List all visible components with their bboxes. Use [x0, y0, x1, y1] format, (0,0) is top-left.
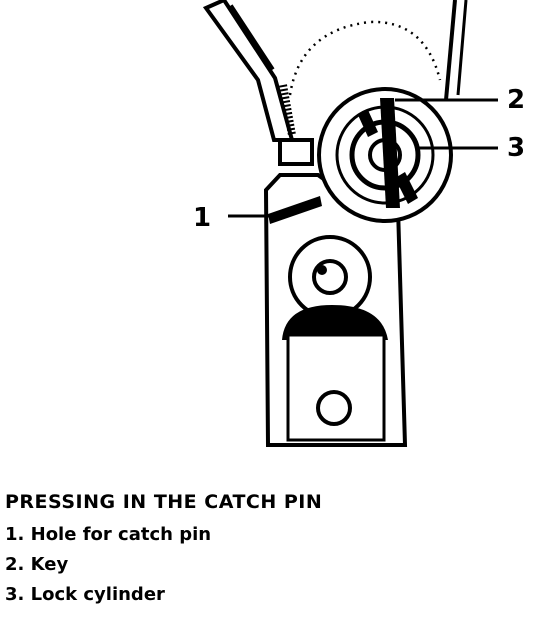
- caption-title: PRESSING IN THE CATCH PIN: [5, 491, 323, 513]
- bottom-hole: [316, 390, 352, 426]
- upper-rod-left: [202, 0, 295, 142]
- key-blade: [380, 98, 400, 208]
- legend-item-1: 1. Hole for catch pin: [5, 524, 212, 545]
- legend-list: 1. Hole for catch pin 2. Key 3. Lock cyl…: [5, 524, 539, 606]
- lock-cylinder-diagram: [202, 0, 498, 447]
- figure-caption: PRESSING IN THE CATCH PIN 1. Hole for ca…: [5, 491, 539, 614]
- callout-1: 1: [193, 203, 212, 233]
- legend-item-2: 2. Key: [5, 554, 69, 575]
- phantom-outline: [288, 20, 442, 96]
- lower-hole-inner: [312, 259, 348, 295]
- housing-tab: [278, 138, 314, 166]
- key-tip: [358, 110, 378, 137]
- lower-cutout: [282, 305, 388, 340]
- callout-2: 2: [507, 85, 526, 115]
- upper-rod-right: [444, 0, 457, 101]
- legend-item-3: 3. Lock cylinder: [5, 584, 165, 605]
- callout-3: 3: [507, 133, 526, 163]
